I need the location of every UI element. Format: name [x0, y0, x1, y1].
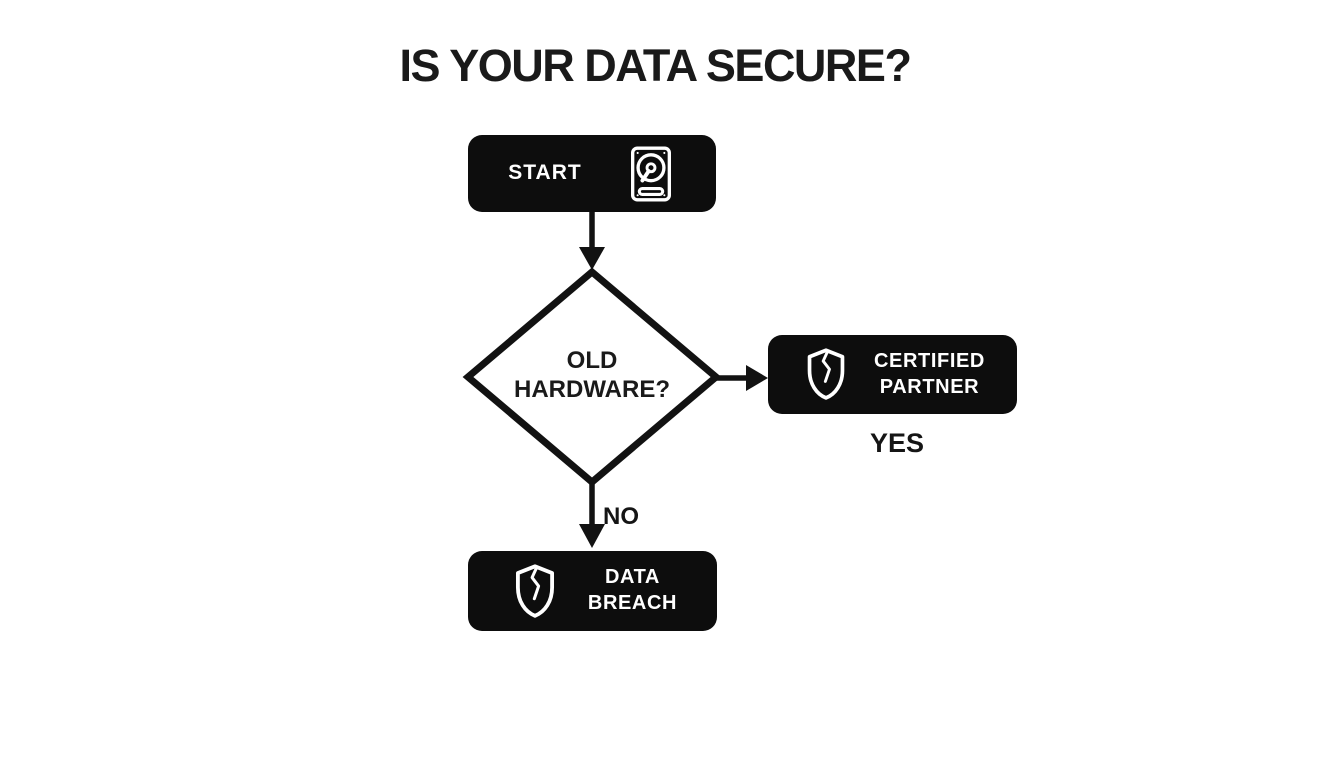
- page-title: IS YOUR DATA SECURE?: [399, 40, 912, 91]
- arrow-start-to-decision-head: [579, 247, 605, 270]
- decision-node-label: OLD HARDWARE?: [514, 347, 670, 403]
- cracked-shield-icon: [807, 348, 845, 400]
- arrow-decision-to-breach-head: [579, 524, 605, 548]
- cracked-shield-icon: [515, 563, 554, 618]
- certified-partner-node: CERTIFIED PARTNER: [768, 335, 1017, 414]
- start-node-label: START: [508, 161, 582, 185]
- hard-drive-icon: [630, 146, 671, 201]
- data-breach-label: DATA BREACH: [587, 566, 678, 614]
- edge-label-yes: YES: [869, 428, 925, 458]
- data-breach-node: DATA BREACH: [468, 551, 717, 631]
- arrow-decision-to-certified-head: [746, 365, 768, 391]
- edge-label-no: NO: [603, 503, 639, 530]
- start-node: START: [468, 135, 716, 212]
- certified-partner-label: CERTIFIED PARTNER: [874, 349, 985, 398]
